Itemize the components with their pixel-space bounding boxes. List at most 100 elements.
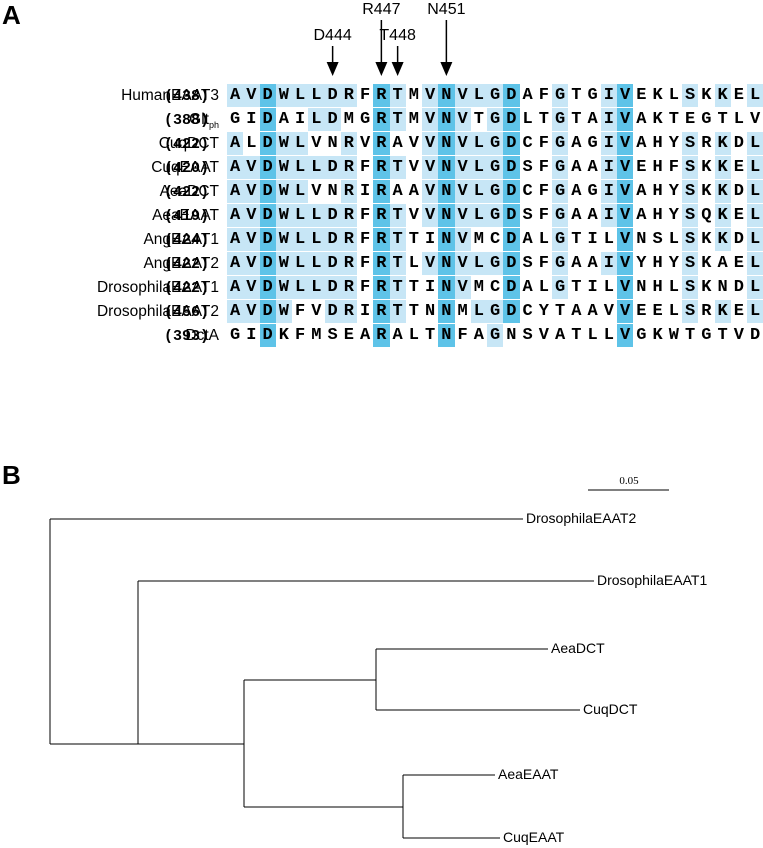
residue: Y	[668, 206, 679, 225]
residue: G	[487, 300, 504, 323]
residue: A	[360, 326, 371, 345]
residue: A	[587, 206, 598, 225]
residue: G	[487, 252, 504, 275]
residue: F	[360, 278, 371, 297]
residue: T	[717, 326, 728, 345]
residue: V	[243, 252, 260, 275]
residue: K	[701, 254, 712, 273]
residue: L	[747, 204, 763, 227]
residue: C	[490, 230, 501, 249]
residue: G	[487, 108, 504, 131]
residue: M	[473, 230, 484, 249]
residue: F	[538, 254, 549, 273]
residue: G	[552, 276, 569, 299]
residue: F	[360, 254, 371, 273]
residue: H	[652, 158, 663, 177]
residue: V	[243, 180, 260, 203]
residue: V	[454, 252, 471, 275]
arrow-head	[391, 62, 404, 76]
residue: E	[636, 302, 647, 321]
residue: S	[682, 276, 699, 299]
residue: F	[457, 326, 468, 345]
sequence-position: (422)	[164, 280, 210, 297]
residue: K	[652, 86, 663, 105]
residue: A	[571, 158, 582, 177]
residue: V	[422, 132, 439, 155]
residue: K	[714, 156, 731, 179]
residue: V	[422, 108, 439, 131]
residue: R	[340, 228, 357, 251]
residue: E	[733, 302, 744, 321]
residue: T	[571, 278, 582, 297]
sequence-position: (419)	[164, 208, 210, 225]
residue: T	[571, 326, 582, 345]
residue: A	[571, 134, 582, 153]
residue: V	[454, 180, 471, 203]
residue: V	[408, 134, 419, 153]
residue: D	[503, 132, 520, 155]
residue: S	[682, 132, 699, 155]
residue: G	[552, 204, 569, 227]
residue: V	[422, 252, 439, 275]
residue: I	[600, 84, 617, 107]
residue: N	[327, 134, 338, 153]
residue: V	[422, 156, 439, 179]
residue: A	[636, 110, 647, 129]
residue: A	[473, 326, 484, 345]
residue: S	[682, 156, 699, 179]
residue: L	[292, 84, 309, 107]
residue: R	[340, 84, 357, 107]
residue: L	[470, 84, 487, 107]
residue: D	[503, 276, 520, 299]
residue: G	[552, 180, 569, 203]
residue: R	[340, 300, 357, 323]
residue: F	[538, 158, 549, 177]
residue: L	[292, 180, 309, 203]
residue: F	[538, 86, 549, 105]
scale-bar-label: 0.05	[619, 475, 639, 487]
sequence-position: (422)	[164, 136, 210, 153]
residue: K	[701, 230, 712, 249]
residue: L	[308, 276, 325, 299]
residue: R	[373, 324, 390, 347]
residue: R	[340, 252, 357, 275]
residue: G	[636, 326, 647, 345]
residue: N	[438, 204, 455, 227]
residue: A	[392, 326, 403, 345]
residue: E	[652, 302, 663, 321]
residue: A	[522, 278, 533, 297]
residue: T	[717, 110, 728, 129]
residue: K	[701, 182, 712, 201]
residue: L	[522, 110, 533, 129]
residue: R	[373, 276, 390, 299]
residue: T	[571, 110, 582, 129]
residue: R	[701, 134, 712, 153]
residue: V	[422, 204, 439, 227]
residue: N	[438, 84, 455, 107]
residue: W	[275, 276, 292, 299]
residue: A	[587, 302, 598, 321]
residue: I	[246, 326, 257, 345]
residue: D	[324, 108, 341, 131]
residue: L	[246, 134, 257, 153]
residue: D	[750, 326, 761, 345]
residue: L	[603, 278, 614, 297]
residue: R	[373, 228, 390, 251]
residue: G	[552, 132, 569, 155]
residue: D	[503, 204, 520, 227]
residue: R	[373, 252, 390, 275]
residue: T	[668, 110, 679, 129]
residue: K	[714, 300, 731, 323]
residue: D	[324, 84, 341, 107]
residue: N	[438, 228, 455, 251]
residue: V	[617, 204, 634, 227]
residue: V	[243, 228, 260, 251]
residue: K	[714, 84, 731, 107]
residue: L	[668, 302, 679, 321]
residue: A	[227, 204, 244, 227]
residue: V	[603, 302, 614, 321]
residue: Y	[668, 134, 679, 153]
residue: L	[408, 254, 419, 273]
residue: R	[340, 276, 357, 299]
sequence-position: (422)	[164, 184, 210, 201]
